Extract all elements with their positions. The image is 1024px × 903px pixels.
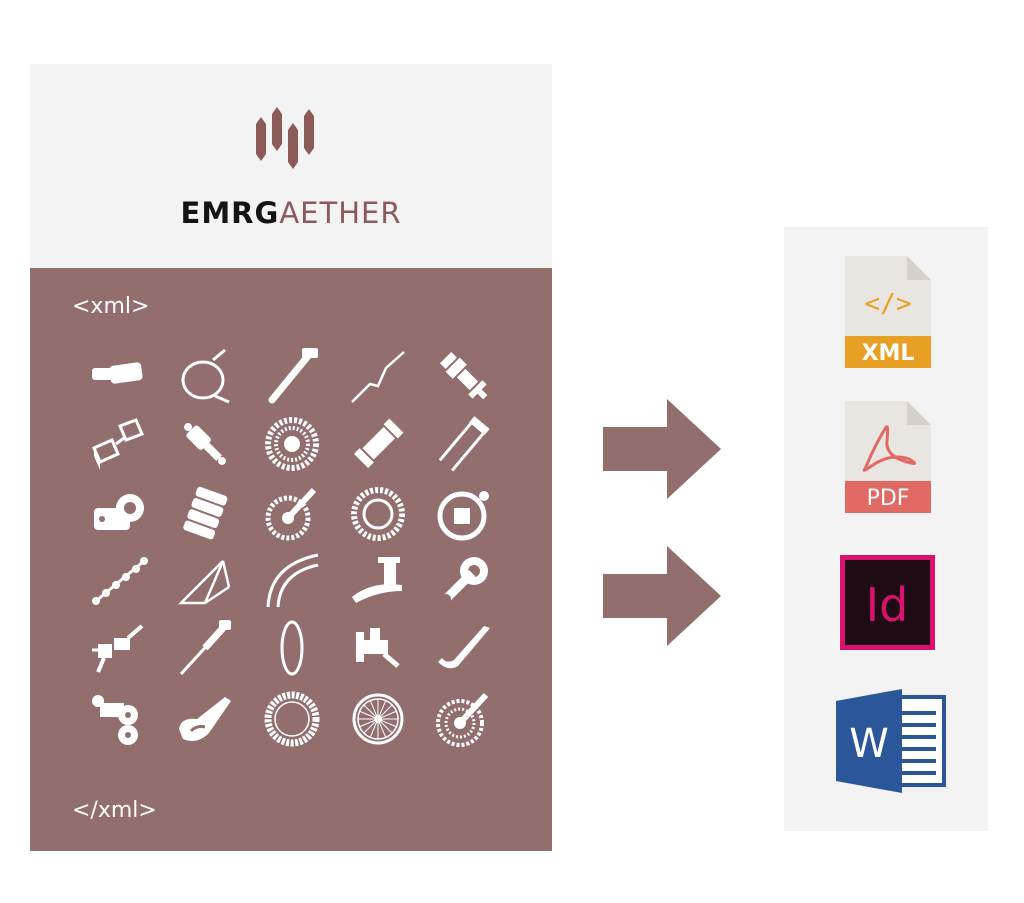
crankset-icon <box>265 487 317 541</box>
bike-parts-icon-grid <box>30 268 552 851</box>
disc-rotor-icon <box>437 491 489 541</box>
cassette-icon <box>265 417 319 471</box>
pdf-file-icon: PDF <box>845 401 931 513</box>
fender-icon <box>266 553 319 608</box>
export-arrow-icon <box>603 546 721 646</box>
dropper-post-icon <box>179 620 231 676</box>
rear-derailleur-icon <box>92 695 138 745</box>
frame-icon <box>177 560 231 605</box>
brake-cable-icon <box>181 348 230 404</box>
xml-file-icon: </> XML <box>845 256 931 368</box>
pdf-label: PDF <box>867 486 910 511</box>
seatpost-icon <box>268 348 318 404</box>
handlebar-grip-icon <box>92 362 143 384</box>
tire-icon <box>264 691 320 747</box>
card-header: EMRGAETHER <box>30 64 552 268</box>
export-arrow-icon <box>603 399 721 499</box>
chainstay-guard-icon <box>438 626 490 669</box>
xml-open-tag: <xml> <box>72 294 150 319</box>
brand-part1: EMRG <box>180 196 280 230</box>
hub-icon <box>439 351 488 400</box>
xml-glyph: </> <box>865 289 912 319</box>
emrgaether-card: EMRGAETHER <xml> <box>30 64 552 851</box>
emrgaether-logo-icon <box>256 107 314 169</box>
rim-icon <box>280 620 304 676</box>
shifter-icon <box>356 628 400 668</box>
xml-close-tag: </xml> <box>72 798 157 823</box>
stem-icon <box>94 494 144 530</box>
word-icon: W <box>836 689 946 793</box>
card-body: <xml> <box>30 268 552 851</box>
pedal-icon <box>92 418 144 470</box>
double-crankset-icon <box>436 692 489 747</box>
word-label: W <box>849 721 889 767</box>
crank-arm-icon <box>441 557 488 604</box>
saddle-icon <box>179 697 231 741</box>
brake-caliper-icon <box>92 624 144 673</box>
handlebar-icon <box>351 351 405 403</box>
xml-label: XML <box>862 341 915 366</box>
wheel-icon <box>352 693 404 745</box>
front-derailleur-icon <box>352 557 402 603</box>
brand-wordmark: EMRGAETHER <box>30 196 552 230</box>
indesign-label: Id <box>866 578 909 632</box>
headset-shock-icon <box>353 418 404 469</box>
brand-part2: AETHER <box>279 196 402 230</box>
output-formats-panel: </> XML PDF Id W <box>784 227 988 831</box>
chain-icon <box>92 557 148 605</box>
indesign-icon: Id <box>840 555 935 650</box>
chainring-icon <box>351 487 405 541</box>
suspension-fork-icon <box>438 416 490 472</box>
shock-absorber-icon <box>184 423 226 465</box>
bottom-bracket-icon <box>183 486 228 540</box>
